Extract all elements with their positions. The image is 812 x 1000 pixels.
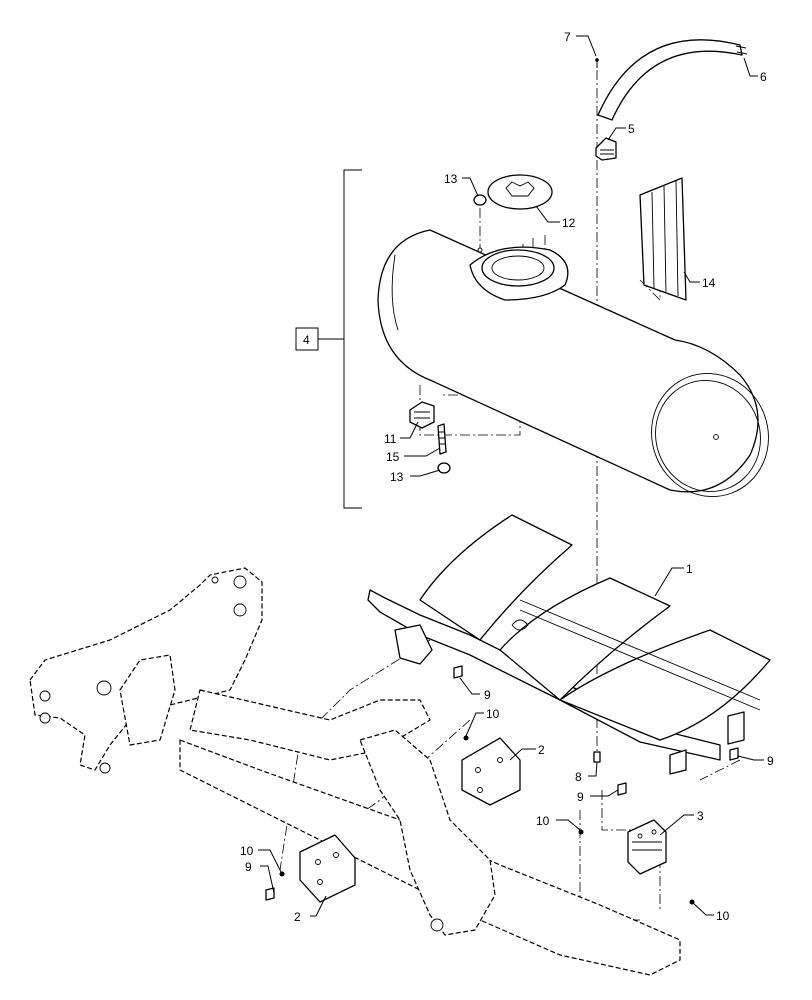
bracket-hole <box>477 787 483 793</box>
callout-14: 14 <box>702 276 716 290</box>
callout-2-lower: 2 <box>294 910 301 924</box>
callout-9-d: 9 <box>245 860 252 874</box>
frame-hole <box>430 918 444 932</box>
callout-10-d: 10 <box>240 844 254 858</box>
bolt <box>729 747 739 761</box>
heat-shield <box>639 177 687 301</box>
callout-12: 12 <box>562 216 576 230</box>
bolt <box>265 887 275 901</box>
frame-hole <box>211 576 219 584</box>
frame-hole <box>99 762 111 774</box>
callout-box-4 <box>295 327 319 351</box>
callout-9-b: 9 <box>767 754 774 768</box>
callout-10-b: 10 <box>536 814 550 828</box>
frame-hole <box>39 690 51 702</box>
sending-unit-probe <box>437 423 447 455</box>
nut <box>578 829 584 835</box>
nut <box>279 871 285 877</box>
bracket-hole <box>333 852 339 858</box>
callout-13-top: 13 <box>444 172 458 186</box>
strap-bolt <box>595 58 599 68</box>
callout-6: 6 <box>760 70 767 84</box>
callout-7: 7 <box>564 30 571 44</box>
bracket-hole <box>475 767 481 773</box>
callout-8: 8 <box>575 770 582 784</box>
spacer-bracket <box>627 819 667 875</box>
bracket-hole <box>497 757 503 763</box>
callout-13-bottom: 13 <box>390 470 404 484</box>
frame-structure <box>29 567 681 976</box>
sending-unit <box>409 401 435 429</box>
callout-10-c: 10 <box>716 909 730 923</box>
leader-lines <box>258 35 764 917</box>
callout-labels: 1 2 2 3 4 5 6 7 8 9 9 9 9 10 10 10 10 11… <box>240 30 774 924</box>
frame-hole <box>233 575 247 589</box>
callout-5: 5 <box>628 122 635 136</box>
bracket-hole <box>651 829 657 835</box>
tank-cradle-support <box>367 514 771 775</box>
callout-2-upper: 2 <box>538 743 545 757</box>
tank-drain-hole <box>713 434 719 440</box>
fuel-tank <box>377 229 769 497</box>
callout-15: 15 <box>386 450 400 464</box>
callout-9-a: 9 <box>484 688 491 702</box>
frame-hole <box>39 712 51 724</box>
callout-1: 1 <box>686 562 693 576</box>
fender-strap <box>597 39 748 121</box>
callout-4: 4 <box>303 333 310 347</box>
bolt <box>617 782 627 796</box>
grommet-bottom <box>437 462 451 474</box>
filler-cap <box>487 174 553 210</box>
callout-10-a: 10 <box>486 707 500 721</box>
mounting-bracket-lower <box>299 834 356 903</box>
mounting-bracket-upper <box>461 737 521 806</box>
frame-hole <box>233 603 247 617</box>
frame-hole <box>96 680 112 696</box>
bracket-hole <box>317 879 323 885</box>
bracket-hole <box>637 833 643 839</box>
bracket-hole <box>315 859 321 865</box>
callout-9-c: 9 <box>577 790 584 804</box>
callout-11: 11 <box>384 432 397 446</box>
long-bolt <box>593 751 601 763</box>
fasteners <box>265 665 739 905</box>
callout-3: 3 <box>697 809 704 823</box>
grommet-top <box>473 194 487 253</box>
bolt <box>453 665 463 679</box>
nut <box>463 735 469 741</box>
strap-tab <box>595 137 617 161</box>
assembly-bracket <box>318 169 362 509</box>
